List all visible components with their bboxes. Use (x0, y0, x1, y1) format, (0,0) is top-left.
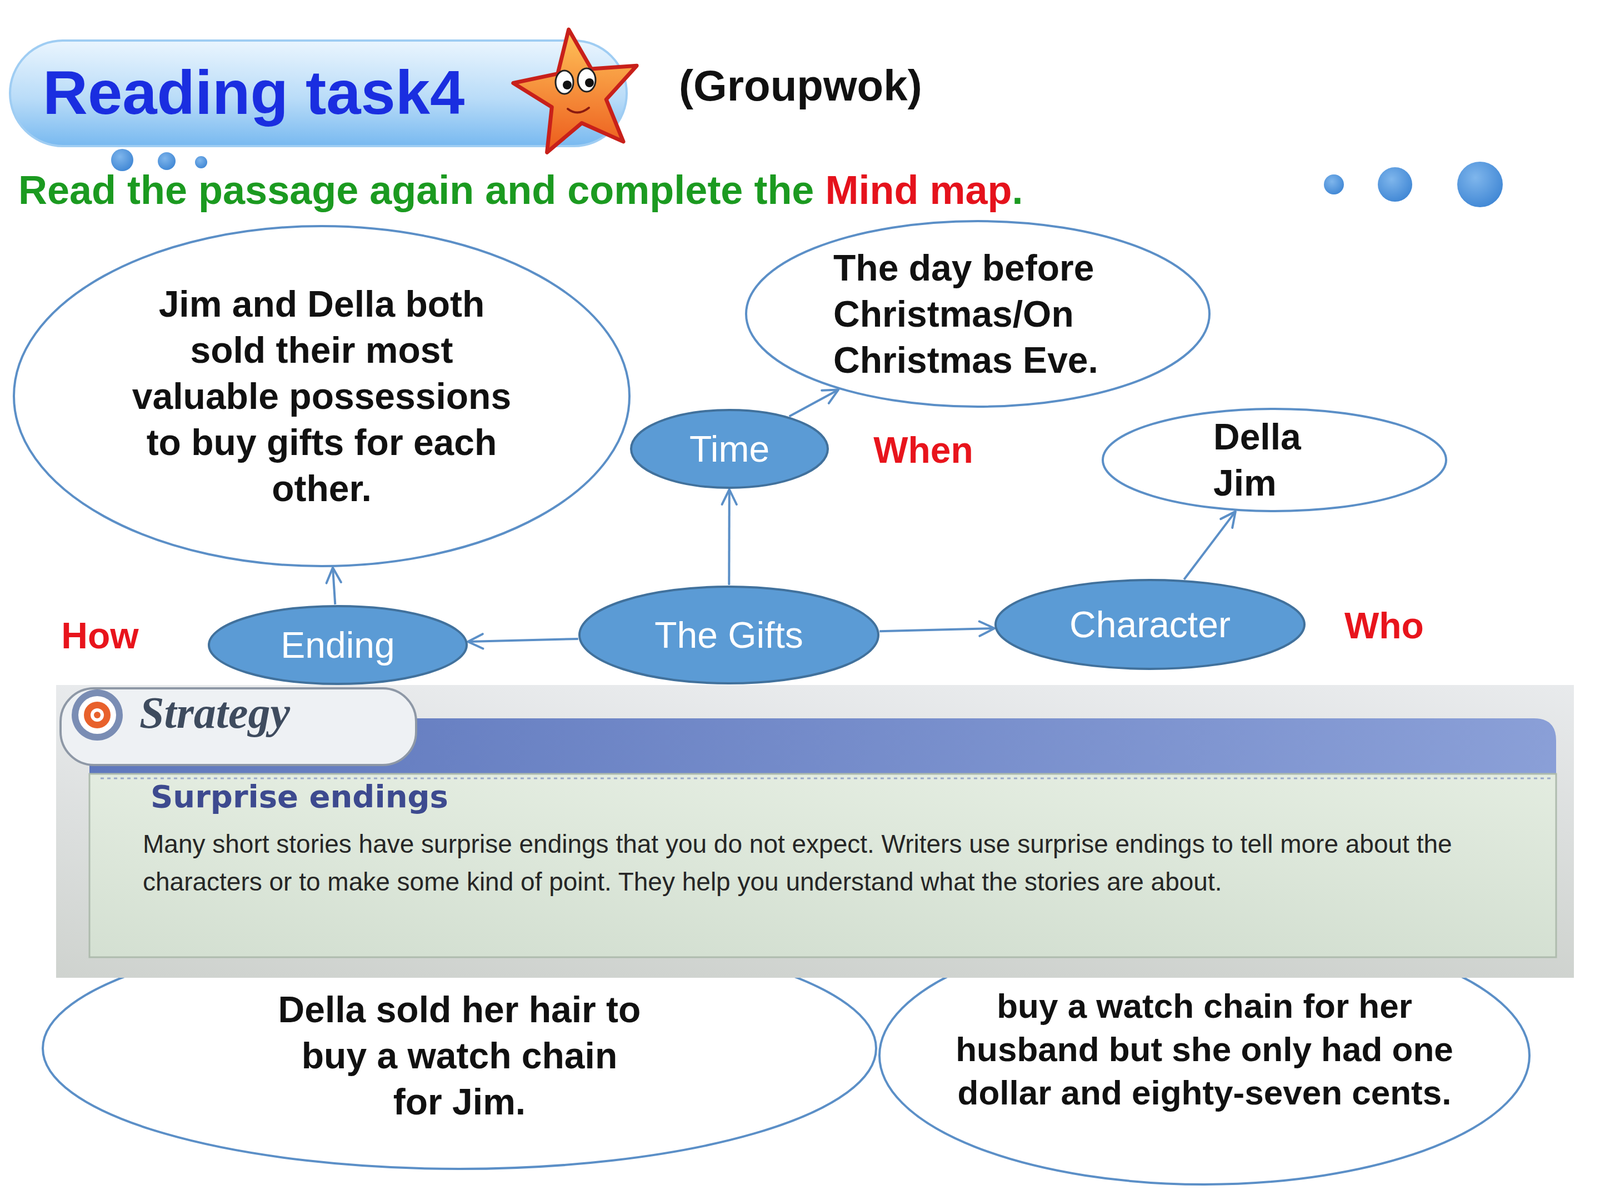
connector-line (1183, 511, 1236, 580)
ellipse-outline (42, 927, 877, 1169)
label-holder: (Groupwok) (678, 60, 923, 112)
answer-text: Jim and Della both sold their most valua… (118, 281, 525, 512)
arrowhead (821, 389, 839, 403)
answer-ellipse: Jim and Della both sold their most valua… (12, 224, 632, 568)
target-icon (90, 708, 104, 722)
strategy-logo: Strategy (139, 686, 290, 740)
connector-line (879, 628, 995, 632)
text-holder: Strategy (139, 686, 290, 740)
connector-line (789, 389, 839, 417)
strategy-body: Many short stories have surprise endings… (142, 825, 1521, 901)
question-word: How (61, 613, 139, 658)
star-mascot (513, 29, 637, 153)
answer-text: Della Jim (1213, 413, 1336, 507)
arrowhead (1220, 511, 1236, 528)
label-holder: How (61, 613, 139, 658)
connector (1183, 511, 1236, 580)
instruction-text: Read the passage again and complete the (18, 165, 814, 215)
slide-title: Reading task4 (42, 56, 465, 129)
deco-dot (157, 152, 176, 170)
title-holder: Reading task4 (42, 56, 465, 129)
category-node: Ending (207, 604, 469, 686)
ellipse-outline (746, 221, 1210, 407)
arrowhead (467, 633, 483, 649)
question-word: Who (1344, 603, 1424, 648)
target-icon (93, 711, 101, 719)
label-holder: Who (1344, 603, 1424, 648)
ellipse-outline (579, 586, 879, 684)
text-holder: Time (629, 408, 830, 490)
text-holder: buy a watch chain for her husband but sh… (954, 984, 1455, 1115)
star-shape (513, 29, 637, 153)
category-node: Character (993, 578, 1307, 671)
ellipse-outline (1102, 408, 1447, 512)
node-label: Ending (280, 622, 395, 668)
connector (467, 633, 579, 649)
target-icon (78, 696, 117, 734)
answer-ellipse: The day before Christmas/On Christmas Ev… (744, 219, 1212, 409)
star-eye (555, 70, 574, 94)
category-node: Time (629, 408, 830, 490)
question-word: When (873, 427, 974, 473)
deco-dot (1377, 167, 1413, 202)
node-label: The Gifts (654, 612, 804, 658)
star-mouth (567, 107, 589, 113)
text-holder: Surprise endings (150, 777, 449, 817)
text-holder: The day before Christmas/On Christmas Ev… (833, 245, 1123, 384)
answer-text: The day before Christmas/On Christmas Ev… (833, 245, 1123, 384)
instruction-highlight: Mind map (825, 165, 1013, 215)
star-pupil (585, 78, 594, 88)
star-eye (577, 68, 596, 92)
strategy-card (89, 773, 1557, 958)
text-holder: Della sold her hair to buy a watch chain… (275, 986, 645, 1125)
text-holder: Della Jim (1213, 413, 1336, 507)
answer-ellipse: Della Jim (1101, 407, 1448, 513)
arrowhead (979, 621, 995, 637)
deco-dot (1323, 174, 1344, 195)
instruction-text: . (1012, 165, 1024, 215)
deco-dot (1457, 161, 1503, 208)
answer-text: buy a watch chain for her husband but sh… (954, 984, 1455, 1115)
target-icon (71, 689, 123, 741)
answer-text: Della sold her hair to buy a watch chain… (275, 986, 645, 1125)
instruction-line: Read the passage again and complete theM… (18, 165, 1024, 215)
strategy-panel: StrategySurprise endingsMany short stori… (56, 685, 1574, 978)
text-holder: Character (993, 578, 1307, 671)
label-holder: When (873, 427, 974, 473)
text-holder: Many short stories have surprise endings… (142, 825, 1521, 901)
text-holder: Jim and Della both sold their most valua… (118, 281, 525, 512)
connector (326, 567, 342, 605)
connector-line (467, 638, 579, 642)
connector (879, 621, 995, 637)
strategy-heading: Surprise endings (150, 777, 449, 817)
central-topic: The Gifts (577, 585, 880, 685)
ellipse-outline (208, 606, 467, 684)
connector-line (727, 489, 731, 585)
node-label: Character (1069, 602, 1231, 647)
ellipse-outline (13, 226, 630, 567)
target-icon (83, 701, 111, 729)
text-holder: Ending (207, 604, 469, 686)
group-note: (Groupwok) (678, 60, 923, 112)
arrowhead (326, 567, 342, 584)
arrowhead (722, 489, 737, 505)
star-pupil (562, 80, 572, 90)
connector (789, 389, 839, 417)
connector (722, 489, 737, 585)
ellipse-outline (631, 410, 828, 488)
ellipse-outline (995, 580, 1305, 669)
node-label: Time (689, 426, 770, 472)
ellipse-outline (879, 926, 1530, 1185)
deco-dot (195, 156, 208, 169)
text-holder: The Gifts (577, 585, 880, 685)
